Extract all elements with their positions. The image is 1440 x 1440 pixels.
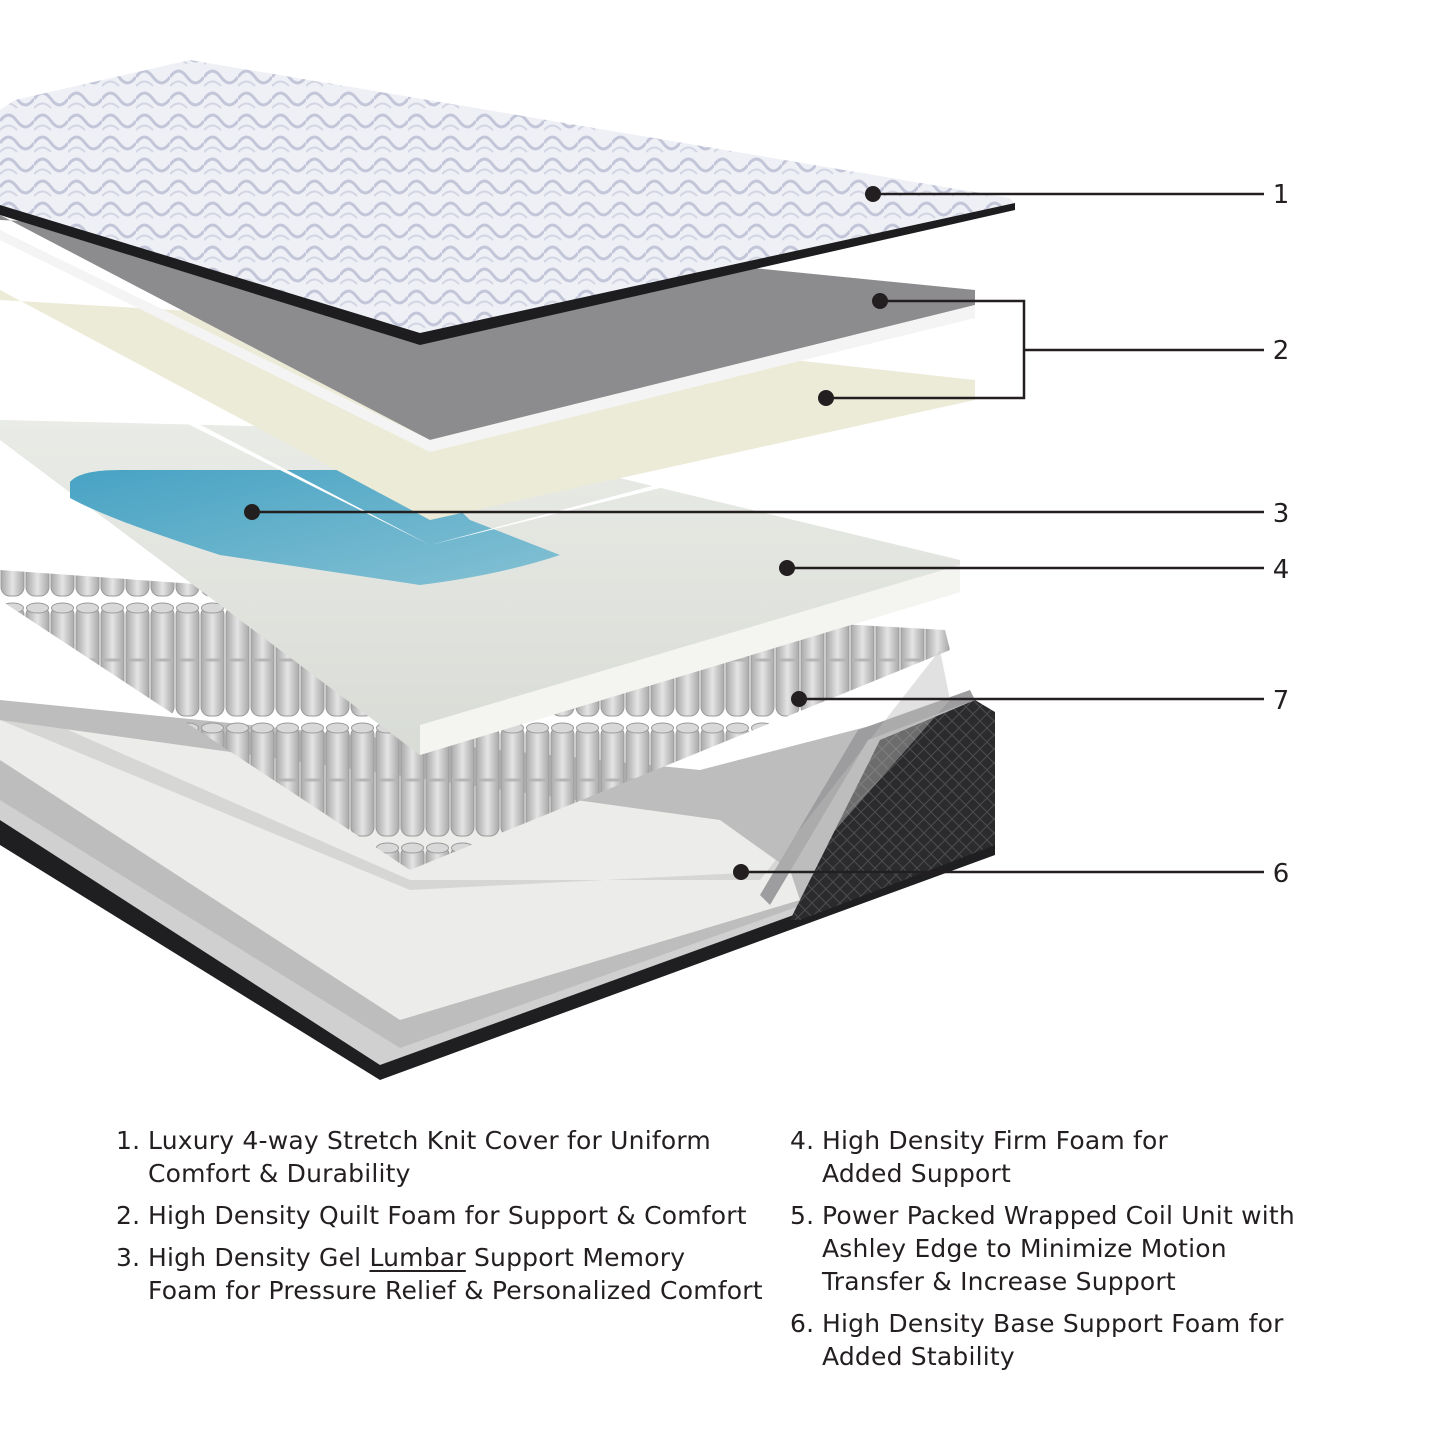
- leader-lines: [252, 192, 1264, 874]
- knit-cover: [0, 60, 1015, 340]
- legend-text-post: Support Memory: [465, 1243, 686, 1272]
- legend-text-underlined: Lumbar: [369, 1243, 466, 1272]
- legend-item-4: 4. High Density Firm Foam for Added Supp…: [790, 1124, 1310, 1190]
- callout-4: 4: [1273, 555, 1290, 585]
- legend-text-pre: High Density Gel: [148, 1243, 370, 1272]
- leader-dot: [733, 864, 749, 880]
- base-support-foam: [0, 720, 800, 1020]
- legend-number: 2.: [116, 1201, 141, 1230]
- leader-dot: [818, 390, 834, 406]
- legend-right-column: 4. High Density Firm Foam for Added Supp…: [790, 1124, 1310, 1382]
- legend-number: 6.: [790, 1309, 815, 1338]
- legend-text: Foam for Pressure Relief & Personalized …: [148, 1276, 763, 1305]
- callout-7: 7: [1273, 686, 1290, 716]
- legend-text: Added Stability: [822, 1342, 1015, 1371]
- legend-item-6: 6. High Density Base Support Foam for Ad…: [790, 1307, 1310, 1373]
- callout-6: 6: [1273, 859, 1290, 889]
- legend-number: 3.: [116, 1243, 141, 1272]
- leader-dot: [872, 293, 888, 309]
- legend-text: High Density Gel Lumbar Support Memory: [148, 1241, 766, 1274]
- ashley-edge-panel: [790, 700, 995, 920]
- mattress-layers-diagram: 1 2 3 4 7 6: [0, 60, 1290, 1080]
- legend-text: High Density Firm Foam for: [822, 1126, 1169, 1155]
- callout-1: 1: [1273, 180, 1290, 210]
- legend-item-2: 2. High Density Quilt Foam for Support &…: [116, 1199, 766, 1232]
- legend-text: Ashley Edge to Minimize Motion: [822, 1234, 1227, 1263]
- legend-text: Added Support: [822, 1159, 1012, 1188]
- leader-dot: [244, 504, 260, 520]
- leader-dot: [865, 186, 881, 202]
- edge-foam-strip: [760, 690, 975, 905]
- leader-dots: [244, 186, 888, 880]
- legend-text: Luxury 4-way Stretch Knit Cover for Unif…: [148, 1126, 711, 1155]
- legend-item-1: 1. Luxury 4-way Stretch Knit Cover for U…: [116, 1124, 766, 1190]
- legend-number: 4.: [790, 1126, 815, 1155]
- legend-text: High Density Quilt Foam for Support & Co…: [148, 1201, 747, 1230]
- callout-2: 2: [1273, 336, 1290, 366]
- legend-left-column: 1. Luxury 4-way Stretch Knit Cover for U…: [116, 1124, 766, 1316]
- legend-text: Comfort & Durability: [148, 1159, 411, 1188]
- leader-dot: [791, 691, 807, 707]
- callout-3: 3: [1273, 499, 1290, 529]
- leader-dot: [779, 560, 795, 576]
- legend-text: High Density Base Support Foam for: [822, 1309, 1284, 1338]
- legend-item-5: 5. Power Packed Wrapped Coil Unit with A…: [790, 1199, 1310, 1298]
- legend-number: 1.: [116, 1126, 141, 1155]
- legend-number: 5.: [790, 1201, 815, 1230]
- legend-text: Transfer & Increase Support: [822, 1267, 1176, 1296]
- legend-text: Power Packed Wrapped Coil Unit with: [822, 1201, 1295, 1230]
- legend-item-3: 3. High Density Gel Lumbar Support Memor…: [116, 1241, 766, 1307]
